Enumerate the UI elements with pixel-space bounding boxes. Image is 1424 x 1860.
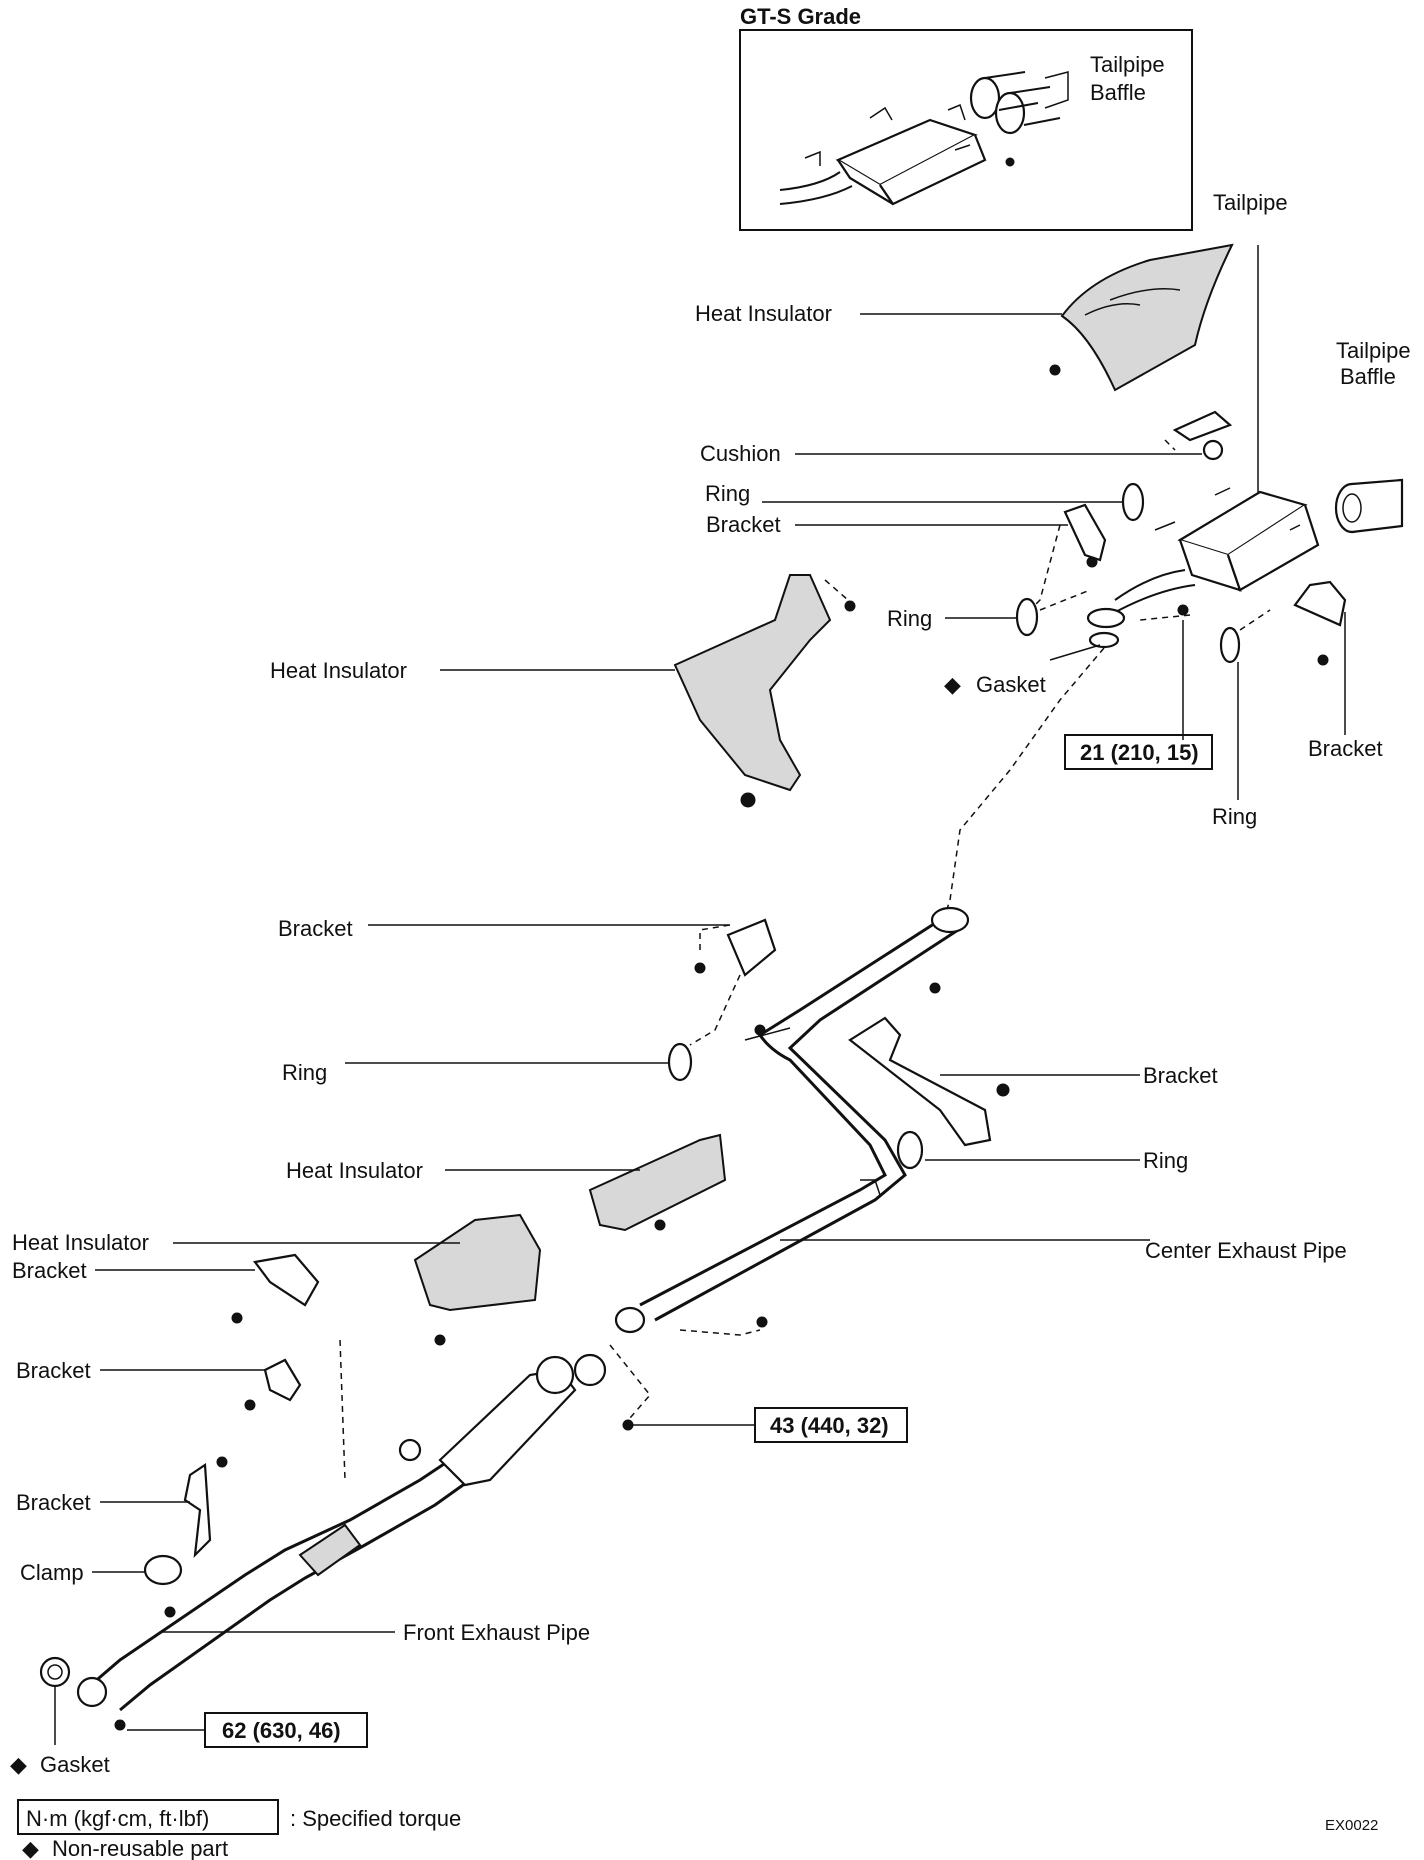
inset-title: GT-S Grade xyxy=(740,4,861,29)
ring-mid-label: Ring xyxy=(887,606,932,631)
legend: N·m (kgf·cm, ft·lbf) : Specified torque … xyxy=(17,1799,1378,1860)
ring-center-right-label: Ring xyxy=(1143,1148,1188,1173)
front-exhaust-pipe-label: Front Exhaust Pipe xyxy=(403,1620,590,1645)
heat-insulator-mid-label: Heat Insulator xyxy=(270,658,407,683)
bracket-front-1-label: Bracket xyxy=(12,1258,87,1283)
heat-insulator-front-shape xyxy=(413,1213,542,1312)
heat-insulator-rear-label: Heat Insulator xyxy=(695,301,832,326)
gasket-front-label: Gasket xyxy=(40,1752,110,1777)
non-reusable-mark-front: ◆ xyxy=(10,1752,27,1777)
heat-insulator-mid-shape xyxy=(673,574,832,792)
torque-rear: 21 (210, 15) xyxy=(1080,740,1199,765)
legend-non-reusable-symbol: ◆ xyxy=(22,1836,39,1860)
inset-tailpipe-baffle-label-2: Baffle xyxy=(1090,80,1146,105)
cushion-label: Cushion xyxy=(700,441,781,466)
legend-torque-desc: : Specified torque xyxy=(290,1806,461,1831)
torque-front: 62 (630, 46) xyxy=(222,1718,341,1743)
heat-insulator-rear-shape xyxy=(1060,243,1234,392)
center-exhaust-pipe-label: Center Exhaust Pipe xyxy=(1145,1238,1347,1263)
gts-grade-inset: GT-S Grade Tailpipe Baffle xyxy=(739,4,1193,231)
rear-section xyxy=(440,243,1404,931)
heat-insulator-center-label: Heat Insulator xyxy=(286,1158,423,1183)
front-section xyxy=(39,1253,607,1745)
non-reusable-mark-rear: ◆ xyxy=(944,672,961,697)
tailpipe-baffle-label-2: Baffle xyxy=(1340,364,1396,389)
bracket-front-2-label: Bracket xyxy=(16,1358,91,1383)
center-section xyxy=(173,906,1150,1431)
bracket-right-rear-label: Bracket xyxy=(1308,736,1383,761)
tailpipe-baffle-label-1: Tailpipe xyxy=(1336,338,1411,363)
bracket-front-3-label: Bracket xyxy=(16,1490,91,1515)
bracket-center-left-label: Bracket xyxy=(278,916,353,941)
ring-upper-label: Ring xyxy=(705,481,750,506)
torque-boxes: 21 (210, 15) 43 (440, 32) 62 (630, 46) xyxy=(204,734,1213,1748)
bracket-center-right-label: Bracket xyxy=(1143,1063,1218,1088)
gasket-rear-label: Gasket xyxy=(976,672,1046,697)
torque-center: 43 (440, 32) xyxy=(770,1413,889,1438)
ring-center-left-label: Ring xyxy=(282,1060,327,1085)
legend-torque-unit: N·m (kgf·cm, ft·lbf) xyxy=(26,1806,209,1831)
labels: Tailpipe Tailpipe Baffle Heat Insulator … xyxy=(10,190,1411,1777)
figure-code: EX0022 xyxy=(1325,1817,1378,1834)
inset-tailpipe-baffle-label-1: Tailpipe xyxy=(1090,52,1165,77)
clamp-label: Clamp xyxy=(20,1560,84,1585)
bracket-upper-label: Bracket xyxy=(706,512,781,537)
ring-right-rear-label: Ring xyxy=(1212,804,1257,829)
legend-non-reusable-desc: Non-reusable part xyxy=(52,1836,228,1860)
tailpipe-label: Tailpipe xyxy=(1213,190,1288,215)
heat-insulator-front-label: Heat Insulator xyxy=(12,1230,149,1255)
heat-insulator-center-shape xyxy=(588,1133,727,1232)
